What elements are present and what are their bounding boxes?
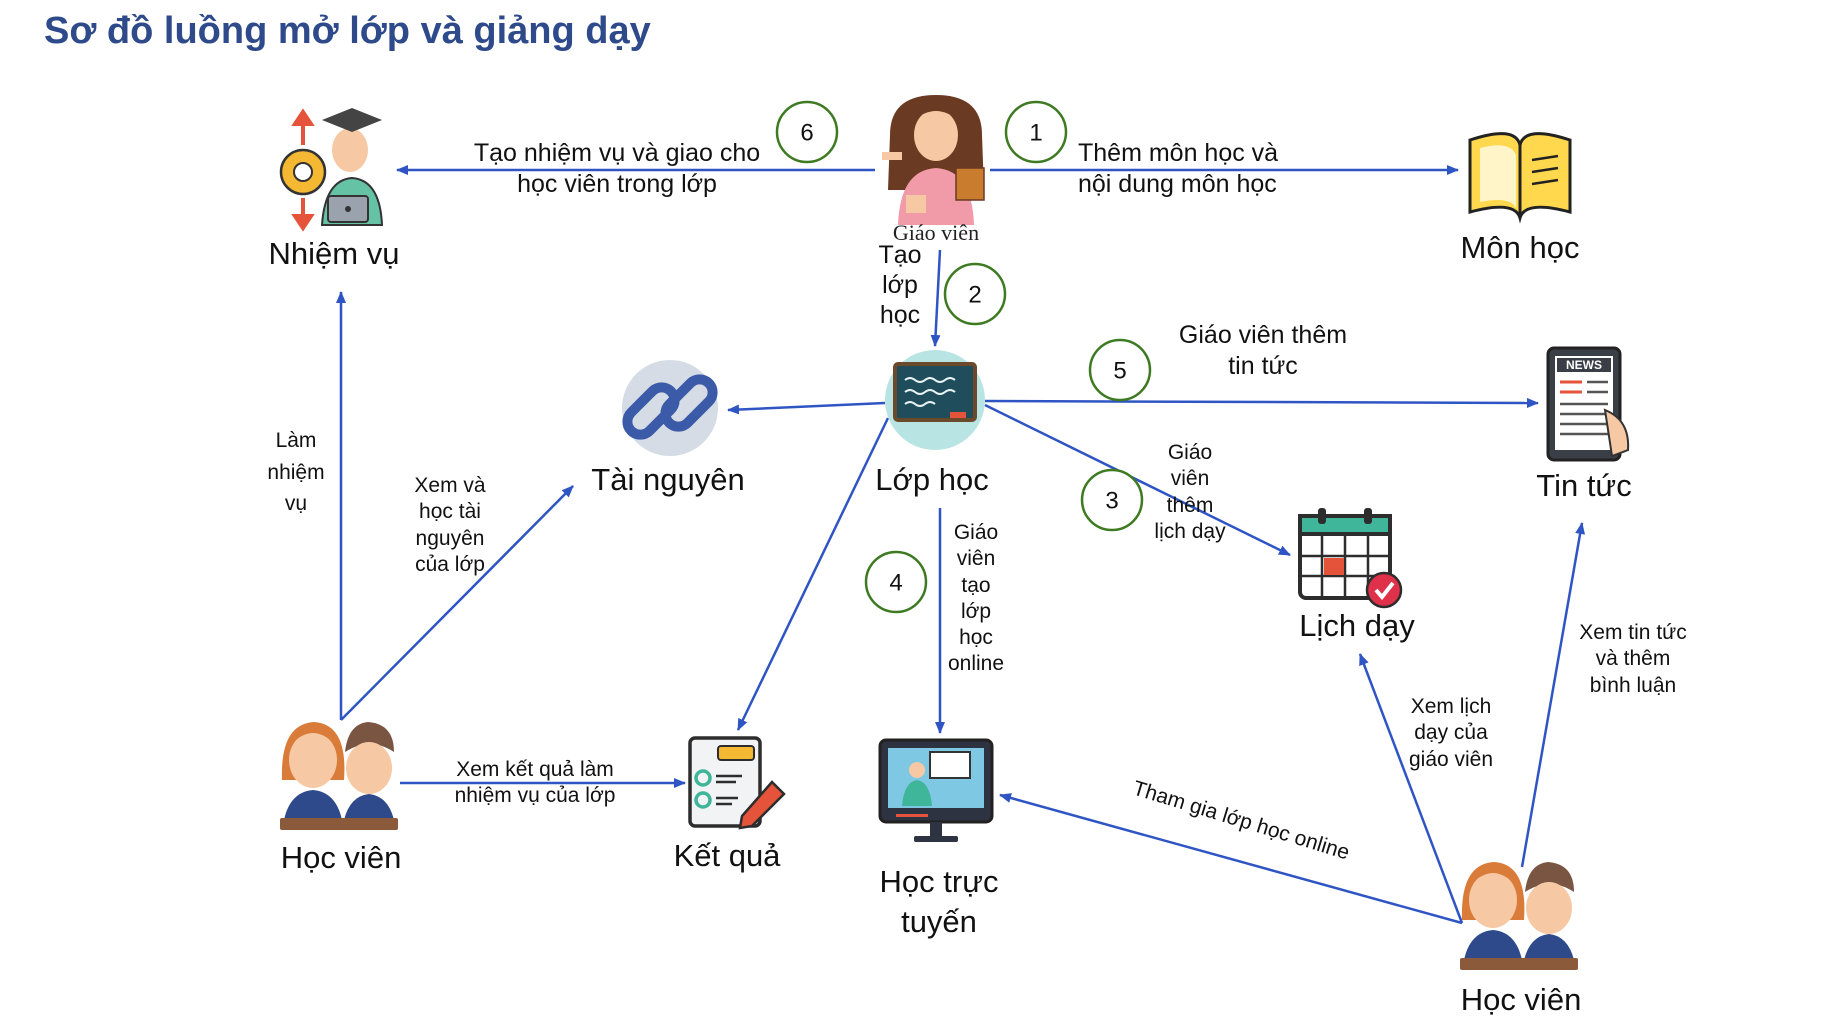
svg-text:NEWS: NEWS	[1566, 358, 1602, 372]
node-label-student-left: Học viên	[280, 840, 402, 875]
node-label-online-class: Học trực tuyến	[879, 864, 999, 940]
checklist-icon	[688, 736, 786, 830]
step-number-1: 1	[1029, 120, 1042, 147]
task-student-icon	[279, 108, 384, 232]
diagram-title: Sơ đồ luồng mở lớp và giảng dạy	[44, 10, 651, 52]
node-label-schedule: Lịch dạy	[1299, 608, 1415, 643]
step-number-3: 3	[1105, 488, 1118, 515]
students-icon-left	[280, 722, 398, 830]
book-icon	[1468, 132, 1572, 224]
edge-label-do-task: Làm nhiệm vụ	[267, 429, 325, 515]
node-label-task: Nhiệm vụ	[268, 236, 400, 271]
step-circle-6	[775, 100, 839, 164]
node-label-resource: Tài nguyên	[591, 462, 745, 497]
step-number-5: 5	[1113, 358, 1126, 385]
chalkboard-icon	[885, 350, 985, 450]
arrow-class-to-result	[736, 417, 890, 731]
arrow-teacher-to-class	[930, 249, 942, 347]
step-circle-2	[943, 262, 1007, 326]
edge-label-3: Giáo viên thêm lịch dạy	[1154, 441, 1226, 543]
step-number-4: 4	[889, 570, 902, 597]
node-label-class: Lớp học	[875, 462, 989, 497]
step-circle-1	[1004, 100, 1068, 164]
node-label-result: Kết quả	[673, 838, 781, 873]
node-label-teacher: Giáo viên	[892, 220, 980, 245]
edge-label-view-news: Xem tin tức và thêm bình luận	[1579, 621, 1687, 697]
edge-label-1: Thêm môn học và nội dung môn học	[1078, 139, 1279, 199]
arrow-student-to-resource	[340, 485, 574, 721]
edge-label-5: Giáo viên thêm tin tức	[1178, 321, 1348, 381]
arrow-student2-to-online	[999, 793, 1463, 925]
arrow-class-to-news	[984, 397, 1539, 408]
arrow-student2-to-schedule	[1358, 653, 1464, 924]
students-icon-right	[1460, 862, 1578, 970]
arrow-class-to-schedule	[984, 403, 1291, 557]
step-circle-4	[864, 550, 928, 614]
edge-label-2: Tạo lớp học	[878, 241, 922, 329]
step-number-6: 6	[800, 120, 813, 147]
news-tablet-icon: NEWS	[1546, 346, 1630, 462]
arrow-class-to-resource	[727, 401, 886, 415]
edge-label-4: Giáo viên tạo lớp học online	[947, 521, 1005, 676]
arrow-student2-to-news	[1520, 522, 1586, 868]
edge-label-view-schedule: Xem lịch dạy của giáo viên	[1408, 695, 1494, 771]
calendar-icon	[1298, 508, 1403, 609]
node-label-news: Tin tức	[1536, 468, 1632, 503]
edge-label-6: Tạo nhiệm vụ và giao cho học viên trong …	[473, 139, 761, 199]
edge-label-view-result: Xem kết quả làm nhiệm vụ của lớp	[454, 758, 616, 808]
link-icon	[622, 360, 718, 456]
online-class-icon	[878, 738, 994, 842]
edge-label-view-resource: Xem và học tài nguyên của lớp	[414, 474, 486, 576]
node-label-student-right: Học viên	[1460, 982, 1582, 1017]
teacher-icon	[882, 95, 985, 225]
step-circle-5	[1088, 338, 1152, 402]
step-number-2: 2	[968, 282, 981, 309]
step-circle-3	[1080, 468, 1144, 532]
node-label-subject: Môn học	[1460, 230, 1580, 265]
